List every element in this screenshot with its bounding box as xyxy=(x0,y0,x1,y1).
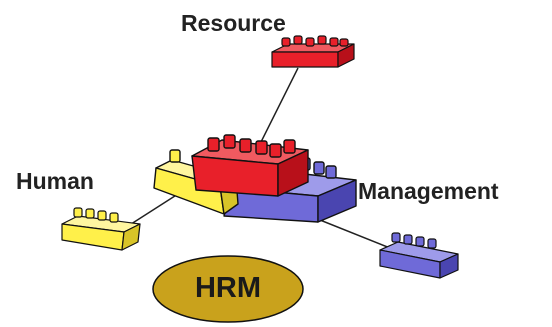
red-lego-brick-icon xyxy=(271,35,355,68)
hrm-label: HRM xyxy=(194,271,262,304)
yellow-lego-brick-icon xyxy=(61,207,141,251)
connector-human xyxy=(127,193,179,227)
hrm-ellipse xyxy=(152,255,304,323)
human-label: Human xyxy=(16,168,94,194)
connector-resource xyxy=(255,67,299,153)
hub-red-brick xyxy=(191,134,309,197)
stacked-lego-bricks-icon xyxy=(153,134,357,223)
blue-lego-brick-icon xyxy=(379,232,459,279)
management-label: Management xyxy=(358,178,499,204)
resource-label: Resource xyxy=(181,10,286,36)
